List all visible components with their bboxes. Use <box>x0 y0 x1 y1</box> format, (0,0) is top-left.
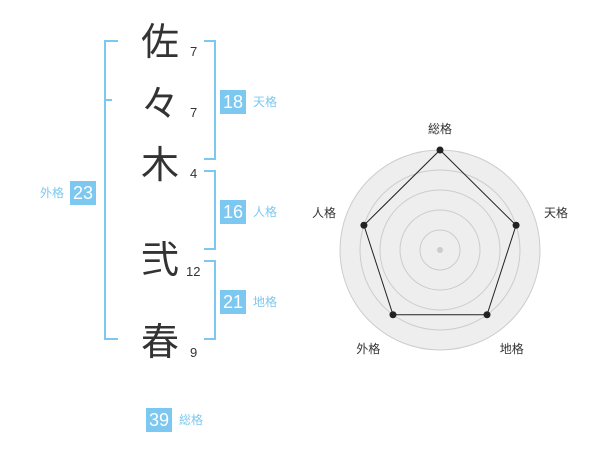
tenkaku-bracket <box>204 40 216 160</box>
name-char-1: 佐 <box>140 20 179 64</box>
radar-grid-ring <box>359 169 521 331</box>
stroke-count-5: 9 <box>190 345 198 360</box>
name-char-2: 々 <box>140 82 179 126</box>
radar-grid-ring <box>379 189 501 311</box>
stroke-count-4: 12 <box>186 264 201 279</box>
radar-axis-label-4: 外格 <box>356 342 381 357</box>
soukaku-label: 総格 <box>179 413 204 427</box>
name-char-4: 弐 <box>140 238 179 282</box>
tenkaku-value: 18 <box>220 90 247 114</box>
radar-series-polygon <box>363 149 517 316</box>
radar-point-2 <box>512 221 520 229</box>
chikaku-label: 地格 <box>253 295 278 309</box>
stroke-count-2: 7 <box>190 105 198 120</box>
radar-point-3 <box>483 311 491 319</box>
stroke-count-1: 7 <box>190 44 198 59</box>
radar-grid-ring <box>399 209 481 291</box>
radar-center-dot <box>437 247 443 253</box>
jinkaku-value: 16 <box>220 200 247 224</box>
gaikaku-value: 23 <box>70 181 97 205</box>
radar-axis-label-1: 総格 <box>428 121 453 136</box>
name-char-5: 春 <box>140 320 179 364</box>
chikaku-value: 21 <box>220 290 247 314</box>
radar-axis-label-5: 人格 <box>311 205 336 220</box>
gaikaku-bracket-tick <box>104 99 112 101</box>
jinkaku-label: 人格 <box>253 205 278 219</box>
radar-axis-label-3: 地格 <box>499 342 524 357</box>
radar-point-5 <box>360 221 368 229</box>
jinkaku-bracket <box>204 170 216 250</box>
tenkaku-label: 天格 <box>253 95 278 109</box>
soukaku-value: 39 <box>146 408 173 432</box>
stroke-count-3: 4 <box>190 166 198 181</box>
radar-grid-ring <box>419 229 461 271</box>
radar-point-4 <box>389 311 397 319</box>
name-char-3: 木 <box>140 143 179 187</box>
chikaku-bracket <box>204 260 216 340</box>
radar-axis-label-2: 天格 <box>544 205 569 220</box>
radar-point-1 <box>436 146 444 154</box>
gaikaku-bracket <box>104 40 118 340</box>
gaikaku-label: 外格 <box>40 186 65 200</box>
